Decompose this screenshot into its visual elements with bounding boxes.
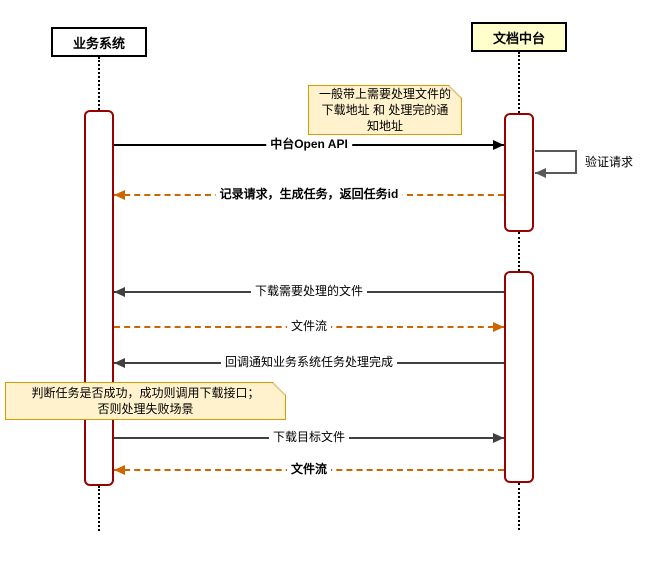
message-download-target-label: 下载目标文件 — [268, 430, 350, 445]
arrowhead-left-icon — [114, 358, 125, 368]
arrowhead-left-icon — [114, 287, 125, 297]
actor-business-system-label: 业务系统 — [72, 35, 125, 51]
note-request-params-line1: 一般带上需要处理文件的 — [318, 87, 451, 101]
note-fold-icon — [448, 86, 461, 99]
activation-bar-doc-2 — [504, 271, 534, 483]
note-request-params: 一般带上需要处理文件的 下载地址 和 处理完的通 知地址 — [308, 85, 462, 135]
arrowhead-right-icon — [493, 322, 504, 332]
actor-doc-platform: 文档中台 — [471, 22, 567, 52]
activation-bar-doc-1 — [504, 113, 534, 232]
arrowhead-left-icon — [114, 465, 125, 475]
note-request-params-line3: 知地址 — [366, 119, 403, 133]
note-request-params-line2: 下载地址 和 处理完的通 — [321, 103, 449, 117]
note-task-result-line2: 否则处理失败场景 — [97, 402, 194, 416]
lifeline-business-bottom — [98, 486, 100, 531]
arrowhead-right-icon — [493, 140, 504, 150]
arrowhead-left-icon — [535, 168, 546, 178]
actor-business-system: 业务系统 — [51, 27, 147, 57]
lifeline-doc-top — [518, 52, 520, 113]
arrowhead-left-icon — [114, 190, 125, 200]
note-fold-icon — [272, 383, 285, 396]
message-create-task-label: 记录请求，生成任务，返回任务id — [215, 187, 403, 202]
lifeline-doc-bottom — [518, 483, 520, 530]
lifeline-doc-middle — [518, 232, 520, 271]
message-verify-request-loop — [535, 150, 577, 174]
message-download-source-label: 下载需要处理的文件 — [250, 284, 368, 299]
message-file-stream-down-label: 文件流 — [286, 462, 332, 477]
message-open-api-label: 中台Open API — [266, 137, 352, 152]
arrowhead-right-icon — [493, 433, 504, 443]
message-callback-notify-label: 回调通知业务系统任务处理完成 — [220, 355, 398, 370]
note-task-result-handling: 判断任务是否成功，成功则调用下载接口； 否则处理失败场景 — [5, 382, 286, 420]
actor-doc-platform-label: 文档中台 — [492, 30, 545, 46]
message-verify-request-label: 验证请求 — [585, 155, 634, 169]
lifeline-business-top — [98, 57, 100, 110]
note-task-result-line1: 判断任务是否成功，成功则调用下载接口； — [31, 386, 260, 400]
message-file-stream-up-label: 文件流 — [286, 319, 332, 334]
activation-bar-business — [84, 110, 114, 486]
